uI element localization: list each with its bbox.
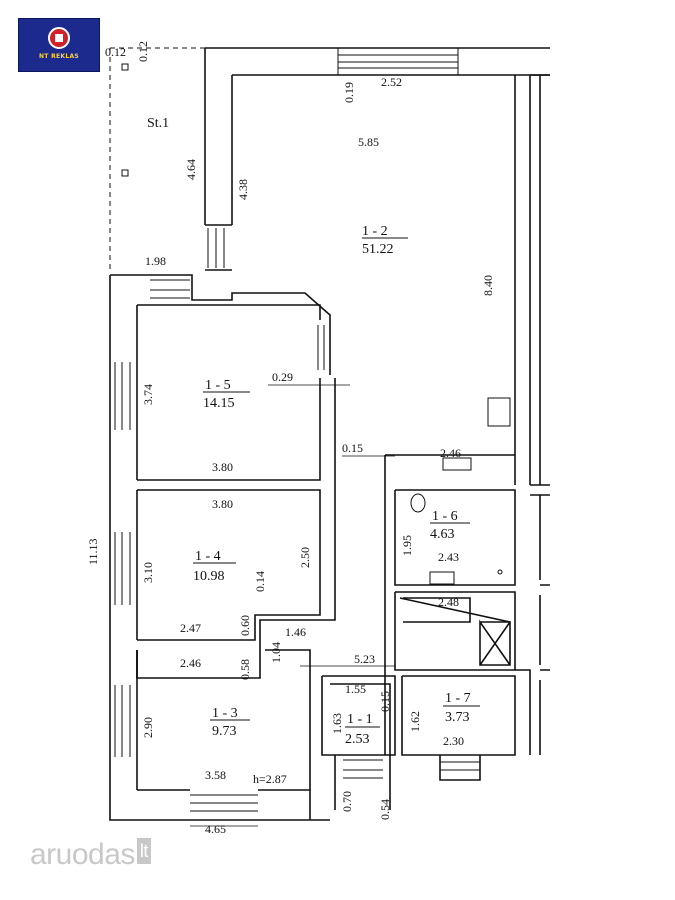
dimension-label: 1.04 xyxy=(269,642,283,663)
watermark-brand: aruodas xyxy=(30,838,135,871)
dimension-label: 8.40 xyxy=(481,275,495,296)
dimension-label: 0.58 xyxy=(238,659,252,680)
room-area: 9.73 xyxy=(212,724,237,739)
logo-text: NT REKLAS xyxy=(38,53,80,60)
dimension-label: 1.98 xyxy=(145,254,166,268)
walls xyxy=(109,47,550,821)
dimension-label: 0.60 xyxy=(238,615,252,636)
dimension-labels: 0.12 0.12 4.64 4.38 0.19 2.52 5.85 8.40 … xyxy=(86,41,495,836)
dimension-label: 4.64 xyxy=(184,159,198,180)
dimension-label: 3.74 xyxy=(141,384,155,405)
dimension-label: 1.62 xyxy=(408,711,422,732)
dimension-label: 1.63 xyxy=(330,713,344,734)
room-id: 1 - 5 xyxy=(205,378,231,393)
dimension-label: 2.47 xyxy=(180,621,201,635)
room-id: 1 - 4 xyxy=(195,549,221,564)
dimension-label: 0.15 xyxy=(342,441,363,455)
column-marker-icon xyxy=(121,63,129,71)
dimension-label: 2.52 xyxy=(381,75,402,89)
room-id: 1 - 3 xyxy=(212,706,238,721)
fixtures xyxy=(121,63,511,585)
dimension-label: 1.46 xyxy=(285,625,306,639)
windows xyxy=(114,48,480,812)
labels: St.1 1 - 2 51.22 1 - 5 14.15 1 - 4 10.98… xyxy=(147,116,480,786)
dimension-label: 2.48 xyxy=(438,595,459,609)
column-marker-icon xyxy=(121,169,129,177)
dimension-label: 2.50 xyxy=(298,547,312,568)
dimension-label: 0.54 xyxy=(378,799,392,820)
room-area: 3.73 xyxy=(445,710,470,725)
dimension-label: 0.15 xyxy=(378,691,392,712)
dimension-label: 0.12 xyxy=(105,45,126,59)
dimension-label: 0.29 xyxy=(272,370,293,384)
dimension-label: 0.70 xyxy=(340,791,354,812)
dimension-label: 2.46 xyxy=(180,656,201,670)
drain-icon xyxy=(497,569,503,575)
dimension-label: 3.58 xyxy=(205,768,226,782)
dimension-label: 11.13 xyxy=(86,538,100,565)
dimension-label: 2.30 xyxy=(443,734,464,748)
dimension-label: 3.80 xyxy=(212,497,233,511)
dimension-label: 4.65 xyxy=(205,822,226,836)
dimension-label: 1.55 xyxy=(345,682,366,696)
height-label: h=2.87 xyxy=(253,772,287,786)
watermark-suffix: lt xyxy=(136,838,151,864)
dimension-label: 3.80 xyxy=(212,460,233,474)
house-logo-icon xyxy=(48,27,70,49)
dimension-label: 3.10 xyxy=(141,562,155,583)
dimension-label: 5.85 xyxy=(358,135,379,149)
dimension-label: 0.19 xyxy=(342,82,356,103)
room-id: 1 - 1 xyxy=(347,712,373,727)
sink-icon xyxy=(429,571,455,585)
dimension-label: 5.23 xyxy=(354,652,375,666)
room-area: 4.63 xyxy=(430,527,455,542)
room-id: 1 - 7 xyxy=(445,691,471,706)
dimension-label: 2.46 xyxy=(440,446,461,460)
room-area: 51.22 xyxy=(362,242,394,257)
dimension-label: 0.14 xyxy=(253,571,267,592)
dimension-label: 2.90 xyxy=(141,717,155,738)
dimension-label: 2.43 xyxy=(438,550,459,564)
meter-icon xyxy=(487,397,511,427)
room-area: 14.15 xyxy=(203,396,235,411)
dimension-label: 0.12 xyxy=(136,41,150,62)
company-logo: NT REKLAS xyxy=(18,18,100,72)
room-area: 2.53 xyxy=(345,732,370,747)
toilet-icon xyxy=(410,493,426,513)
room-id: 1 - 6 xyxy=(432,509,458,524)
st1-label: St.1 xyxy=(147,116,169,131)
room-id: 1 - 2 xyxy=(362,224,388,239)
dimension-label: 1.95 xyxy=(400,535,414,556)
room-area: 10.98 xyxy=(193,569,225,584)
dimension-label: 4.38 xyxy=(236,179,250,200)
wash-basin-icon xyxy=(442,457,472,471)
